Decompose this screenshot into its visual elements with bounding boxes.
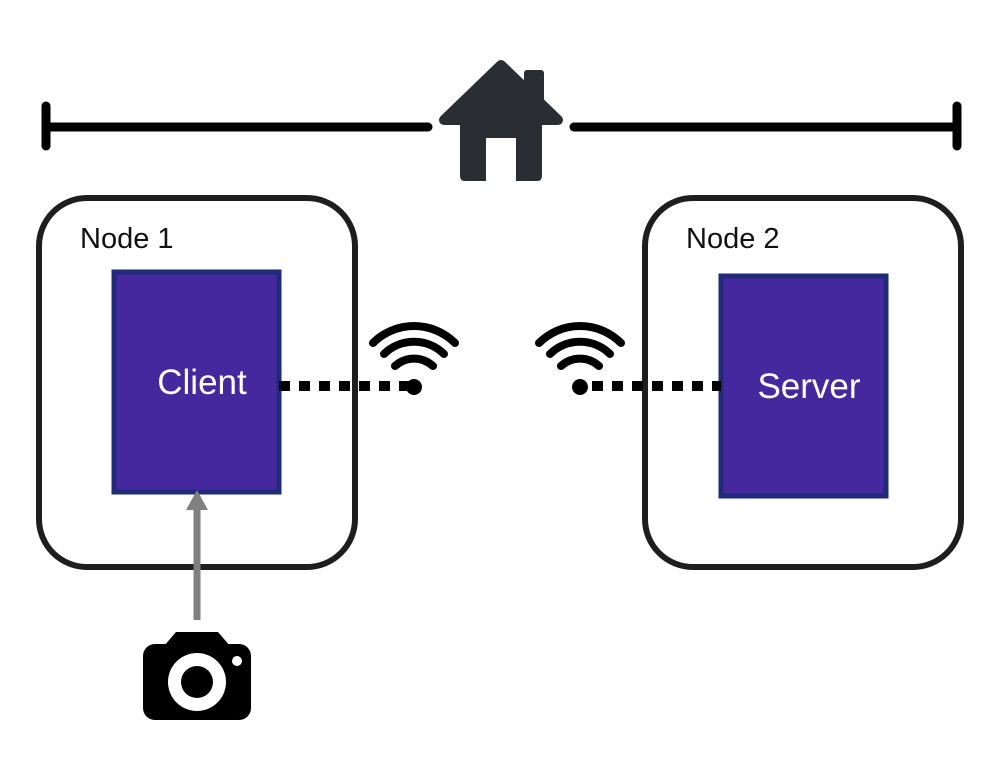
client-label: Client — [157, 363, 247, 402]
range-bar — [41, 101, 962, 151]
wifi-icon — [369, 322, 459, 395]
node-1: Node 1 Client — [36, 195, 358, 570]
server-box — [718, 273, 889, 499]
camera-to-client-arrow — [186, 490, 208, 620]
node-2: Node 2 Server — [642, 195, 964, 570]
node-2-label: Node 2 — [686, 223, 780, 255]
node-1-label: Node 1 — [80, 223, 174, 255]
server-label: Server — [757, 367, 860, 406]
home-icon — [439, 60, 563, 181]
wifi-icon — [535, 322, 625, 395]
camera-icon — [143, 632, 251, 720]
client-box — [111, 269, 282, 495]
